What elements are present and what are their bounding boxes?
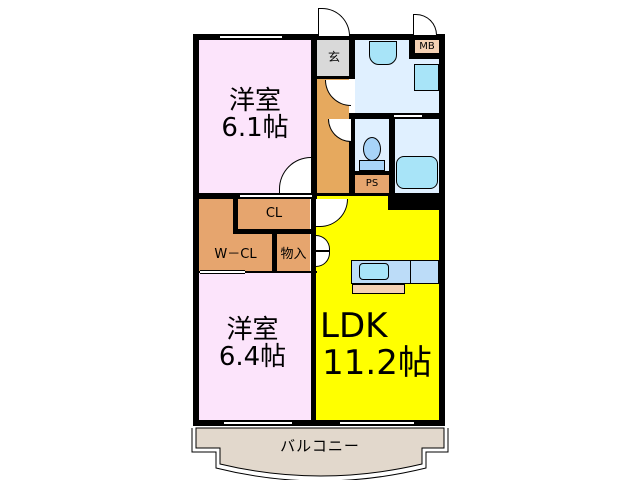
ldk-label: LDK 11.2帖 (318, 306, 436, 384)
western-room-1-size: 6.1帖 (221, 113, 289, 144)
western-room-1-name: 洋室 (228, 86, 281, 116)
wall-right (439, 34, 445, 426)
kitchen-sink (359, 263, 389, 280)
wall-entrance-right (349, 34, 355, 79)
wall-mb (409, 34, 415, 59)
storage-label: 物入 (280, 247, 307, 262)
room1-window (220, 35, 282, 39)
ldk-window (340, 421, 414, 425)
wcl-bottom-window (200, 270, 245, 274)
wall-utility-bottom (311, 193, 441, 196)
meter-box (415, 40, 439, 53)
entrance-label: 玄 (327, 50, 340, 64)
ldk-name: LDK (320, 306, 388, 346)
storage (277, 234, 310, 271)
pipe-space-label: PS (365, 178, 379, 189)
entrance-door (318, 8, 350, 36)
pipe-space (355, 175, 389, 193)
wall-top (193, 34, 445, 40)
wall-closet-bottom (193, 271, 317, 273)
wall-toilet-bottom (349, 171, 395, 175)
wall-closet-horizontal (233, 229, 311, 234)
entrance-area (317, 40, 350, 77)
wall-bottom (193, 420, 445, 426)
wall-ldk-left (311, 199, 316, 421)
toilet-tank (359, 160, 385, 171)
western-room-1-label: 洋室 6.1帖 (210, 86, 300, 144)
western-room-2 (199, 272, 311, 420)
wcl-top-window (240, 194, 312, 198)
walk-in-closet-lower (199, 234, 272, 271)
walk-in-closet-label: W－CL (214, 247, 257, 262)
balcony (191, 427, 449, 480)
wall-closet-vertical (233, 199, 238, 234)
wall-hallway-right (349, 113, 355, 193)
toilet-bowl (363, 137, 381, 161)
wall-mb-bottom (409, 53, 440, 59)
ldk-room (316, 196, 439, 420)
ldk-notch-wall (388, 193, 440, 210)
kitchen-divider (410, 260, 411, 284)
bathtub (396, 156, 438, 189)
wall-toilet-right (389, 113, 395, 193)
western-room-2-name: 洋室 (226, 315, 279, 345)
ldk-size: 11.2帖 (322, 343, 432, 384)
room2-window (224, 421, 292, 425)
kitchen-shelf (352, 284, 405, 294)
wall-room1-right (311, 34, 317, 199)
wall-entrance-bottom (317, 76, 355, 79)
western-room-2-size: 6.4帖 (218, 342, 287, 373)
western-room-2-label: 洋室 6.4帖 (205, 315, 300, 373)
closet-cl (238, 199, 310, 229)
meter-box-label: MB (419, 41, 435, 52)
closet-label: CL (265, 206, 283, 221)
washbasin (369, 41, 397, 65)
balcony-label: バルコニー (280, 437, 360, 455)
bath-window (394, 114, 422, 118)
wall-storage-left (272, 234, 277, 272)
wall-left (193, 34, 199, 426)
washing-machine (414, 64, 439, 91)
meter-box-door (413, 14, 437, 35)
